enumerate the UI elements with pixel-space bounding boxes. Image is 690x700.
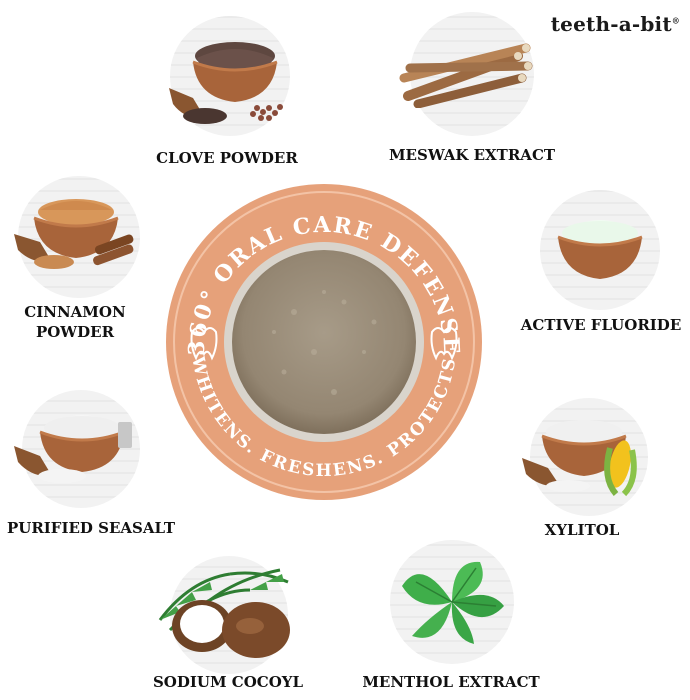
- tablet-image: [232, 250, 416, 434]
- fluoride-powder-bowl-icon: [557, 220, 643, 279]
- clove-powder-bowl-icon: [169, 42, 283, 124]
- purified-seasalt-label: PURIFIED SEASALT: [6, 519, 176, 537]
- center-badge: 360° ORAL CARE DEFENSE WHITENS. FRESHENS…: [166, 184, 482, 500]
- menthol-extract-label: MENTHOL EXTRACT: [362, 673, 540, 691]
- cinnamon-label-line2: POWDER: [35, 323, 115, 341]
- xylitol-corn-bowl-icon: [522, 420, 637, 497]
- brand-name: teeth-a-bit: [550, 12, 672, 36]
- fluoride-disc: [540, 190, 660, 310]
- active-fluoride-label: ACTIVE FLUORIDE: [520, 316, 682, 334]
- tooth-icon-right: [430, 327, 458, 361]
- seasalt-bowl-icon: [14, 415, 132, 483]
- xylitol-label: XYLITOL: [544, 521, 620, 539]
- cinnamon-powder-bowl-icon: [14, 199, 134, 269]
- brand-logo: teeth-a-bit®: [551, 12, 680, 36]
- sodium-cocoyl-label: SODIUM COCOYL: [152, 673, 304, 691]
- cinnamon-label-line1: CINNAMON: [24, 303, 126, 321]
- cinnamon-powder-label: CINNAMON POWDER: [0, 302, 150, 342]
- tooth-icon-left: [190, 327, 218, 361]
- meswak-extract-label: MESWAK EXTRACT: [388, 146, 556, 164]
- meswak-sticks-icon: [399, 43, 533, 108]
- clove-powder-label: CLOVE POWDER: [156, 149, 298, 167]
- seasalt-disc: [22, 390, 140, 508]
- mint-leaf-icon: [402, 561, 504, 644]
- brand-mark: ®: [671, 15, 680, 26]
- coconut-icon: [158, 568, 290, 658]
